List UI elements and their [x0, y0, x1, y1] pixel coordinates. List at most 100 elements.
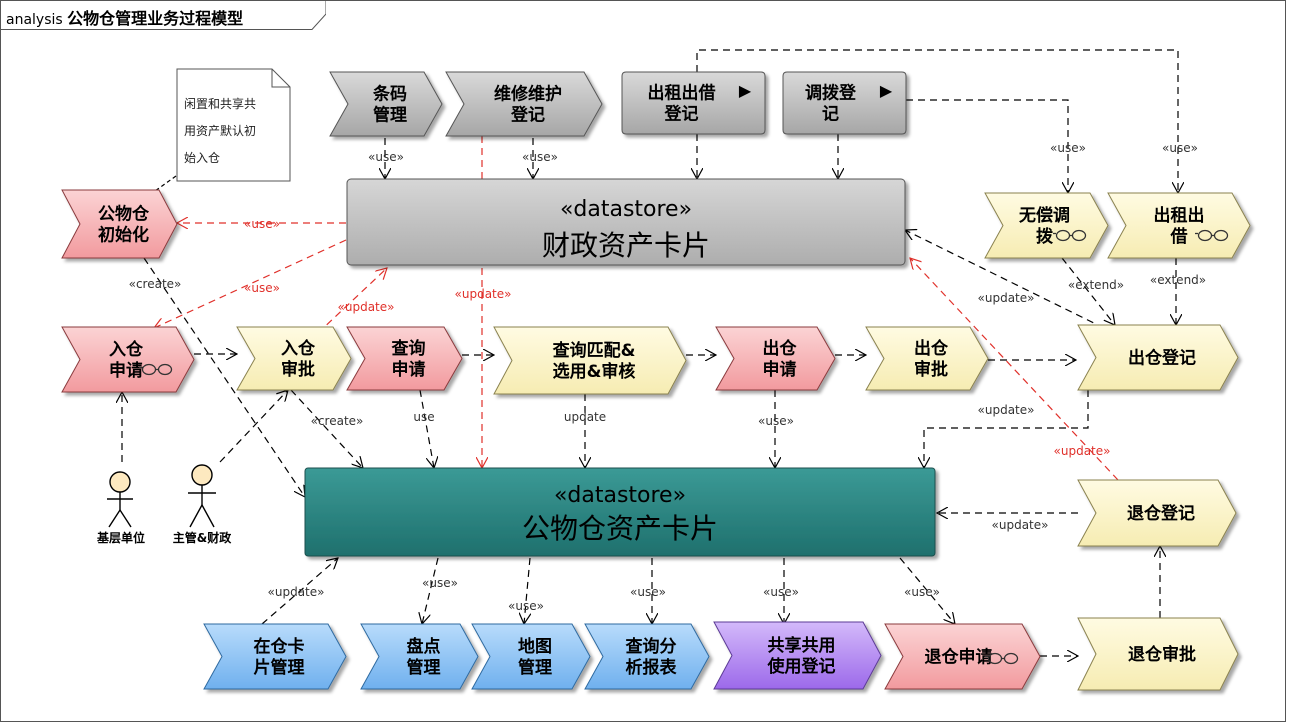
glasses-icon — [1053, 229, 1087, 242]
process-shape — [1077, 617, 1239, 691]
process-label-line: 公物仓 — [98, 204, 150, 225]
process-label-line: 出租出 — [1154, 205, 1205, 226]
datastore-finance[interactable]: «datastore» 财政资产卡片 — [346, 178, 906, 266]
process-layer: 条码管理维修维护登记出租出借登记▶调拨登记▶公物仓初始化无偿调拨出租出借入仓申请… — [61, 71, 1251, 691]
process-label-line: 管理 — [518, 657, 552, 678]
process-label-line: 地图 — [518, 636, 552, 657]
label-rental-use: «use» — [1162, 141, 1198, 155]
actor-base-label: 基层单位 — [96, 530, 145, 545]
process-label-line: 无偿调 — [1018, 205, 1070, 226]
label-maint-update: «update» — [455, 287, 512, 301]
process-out-reg[interactable]: 出仓登记 — [1077, 324, 1239, 391]
process-shape — [584, 623, 710, 690]
process-label-line: 审批 — [281, 359, 315, 380]
label-outapply-use: «use» — [758, 414, 794, 428]
process-label-line: 初始化 — [98, 225, 149, 246]
label-inapprove-create: «create» — [311, 414, 364, 428]
process-shape — [203, 623, 347, 690]
process-label-line: 管理 — [407, 657, 441, 678]
datastore-warehouse[interactable]: «datastore» 公物仓资产卡片 — [304, 467, 936, 557]
glasses-icon — [1195, 229, 1229, 242]
process-label-line: 申请 — [763, 359, 797, 380]
process-match[interactable]: 查询匹配&选用&审核 — [493, 326, 687, 395]
label-outreg-finance-update: «update» — [978, 291, 1035, 305]
link-outreg-warehouse-update — [924, 390, 1089, 468]
process-label-line: 查询匹配& — [552, 340, 636, 361]
red-connector-layer — [154, 136, 1119, 481]
label-returnapply-use: «use» — [904, 585, 940, 599]
label-inapprove-update: «update» — [338, 300, 395, 314]
process-label-line: 管理 — [373, 105, 407, 126]
actor-base-head-icon — [109, 471, 131, 493]
glasses-icon — [985, 652, 1019, 665]
process-label-line: 审批 — [914, 359, 948, 380]
title-tab-shape — [0, 0, 326, 30]
label-inventory-use: «use» — [422, 576, 458, 590]
process-shape — [621, 71, 766, 135]
process-shape — [236, 326, 352, 391]
process-return-reg[interactable]: 退仓登记 — [1077, 479, 1237, 547]
label-init-create: «create» — [129, 277, 182, 291]
process-shape — [884, 623, 1041, 690]
process-label-line: 维修维护 — [494, 84, 562, 105]
note-shape — [176, 68, 291, 182]
process-label-line: 片管理 — [254, 657, 305, 678]
title-prefix: analysis — [6, 12, 63, 28]
process-label-line: 入仓 — [281, 338, 316, 359]
label-transfer-use: «use» — [1050, 141, 1086, 155]
process-label-line: 出租出借 — [648, 83, 716, 104]
label-maint-use: «use» — [522, 150, 558, 164]
process-shape — [782, 71, 907, 135]
label-finance-init-use: «use» — [244, 217, 280, 231]
play-marker-icon: ▶ — [880, 81, 893, 100]
label-returnreg-update: «update» — [992, 518, 1049, 532]
process-label-line: 入仓 — [109, 339, 144, 360]
link-returnapply-use — [899, 557, 955, 624]
process-label-line: 借 — [1170, 226, 1188, 247]
process-shape — [713, 621, 882, 690]
link-query-use — [419, 389, 434, 468]
note-line-3: 始入仓 — [184, 151, 220, 165]
play-marker-icon: ▶ — [739, 81, 752, 100]
label-cardmgmt-update: «update» — [268, 585, 325, 599]
process-return-approve[interactable]: 退仓审批 — [1077, 617, 1239, 691]
process-shape — [1077, 479, 1237, 547]
diagram-title: 公物仓管理业务过程模型 — [67, 9, 244, 28]
actor-supervisor[interactable] — [188, 464, 216, 528]
actor-base-unit[interactable] — [107, 471, 133, 528]
process-rental[interactable]: 出租出借 — [1107, 192, 1251, 259]
label-returnreg-finance-update: «update» — [1054, 444, 1111, 458]
process-return-apply[interactable]: 退仓申请 — [884, 623, 1041, 690]
link-init-create — [143, 257, 305, 497]
process-label-line: 出仓登记 — [1128, 348, 1196, 369]
label-barcode-use: «use» — [368, 150, 404, 164]
process-label-line: 在仓卡 — [254, 636, 305, 657]
actor-supervisor-label: 主管&财政 — [173, 530, 232, 545]
note-line-2: 用资产默认初 — [184, 123, 256, 138]
process-label-line: 共享共用 — [768, 635, 836, 656]
process-label-line: 申请 — [109, 360, 143, 381]
process-label-line: 调拨登 — [805, 83, 857, 104]
process-shape — [61, 326, 195, 393]
link-actor-supervisor — [219, 390, 288, 463]
process-label-line: 退仓审批 — [1128, 644, 1196, 665]
process-label-line: 析报表 — [626, 657, 678, 678]
datastore-warehouse-name: 公物仓资产卡片 — [522, 512, 718, 545]
